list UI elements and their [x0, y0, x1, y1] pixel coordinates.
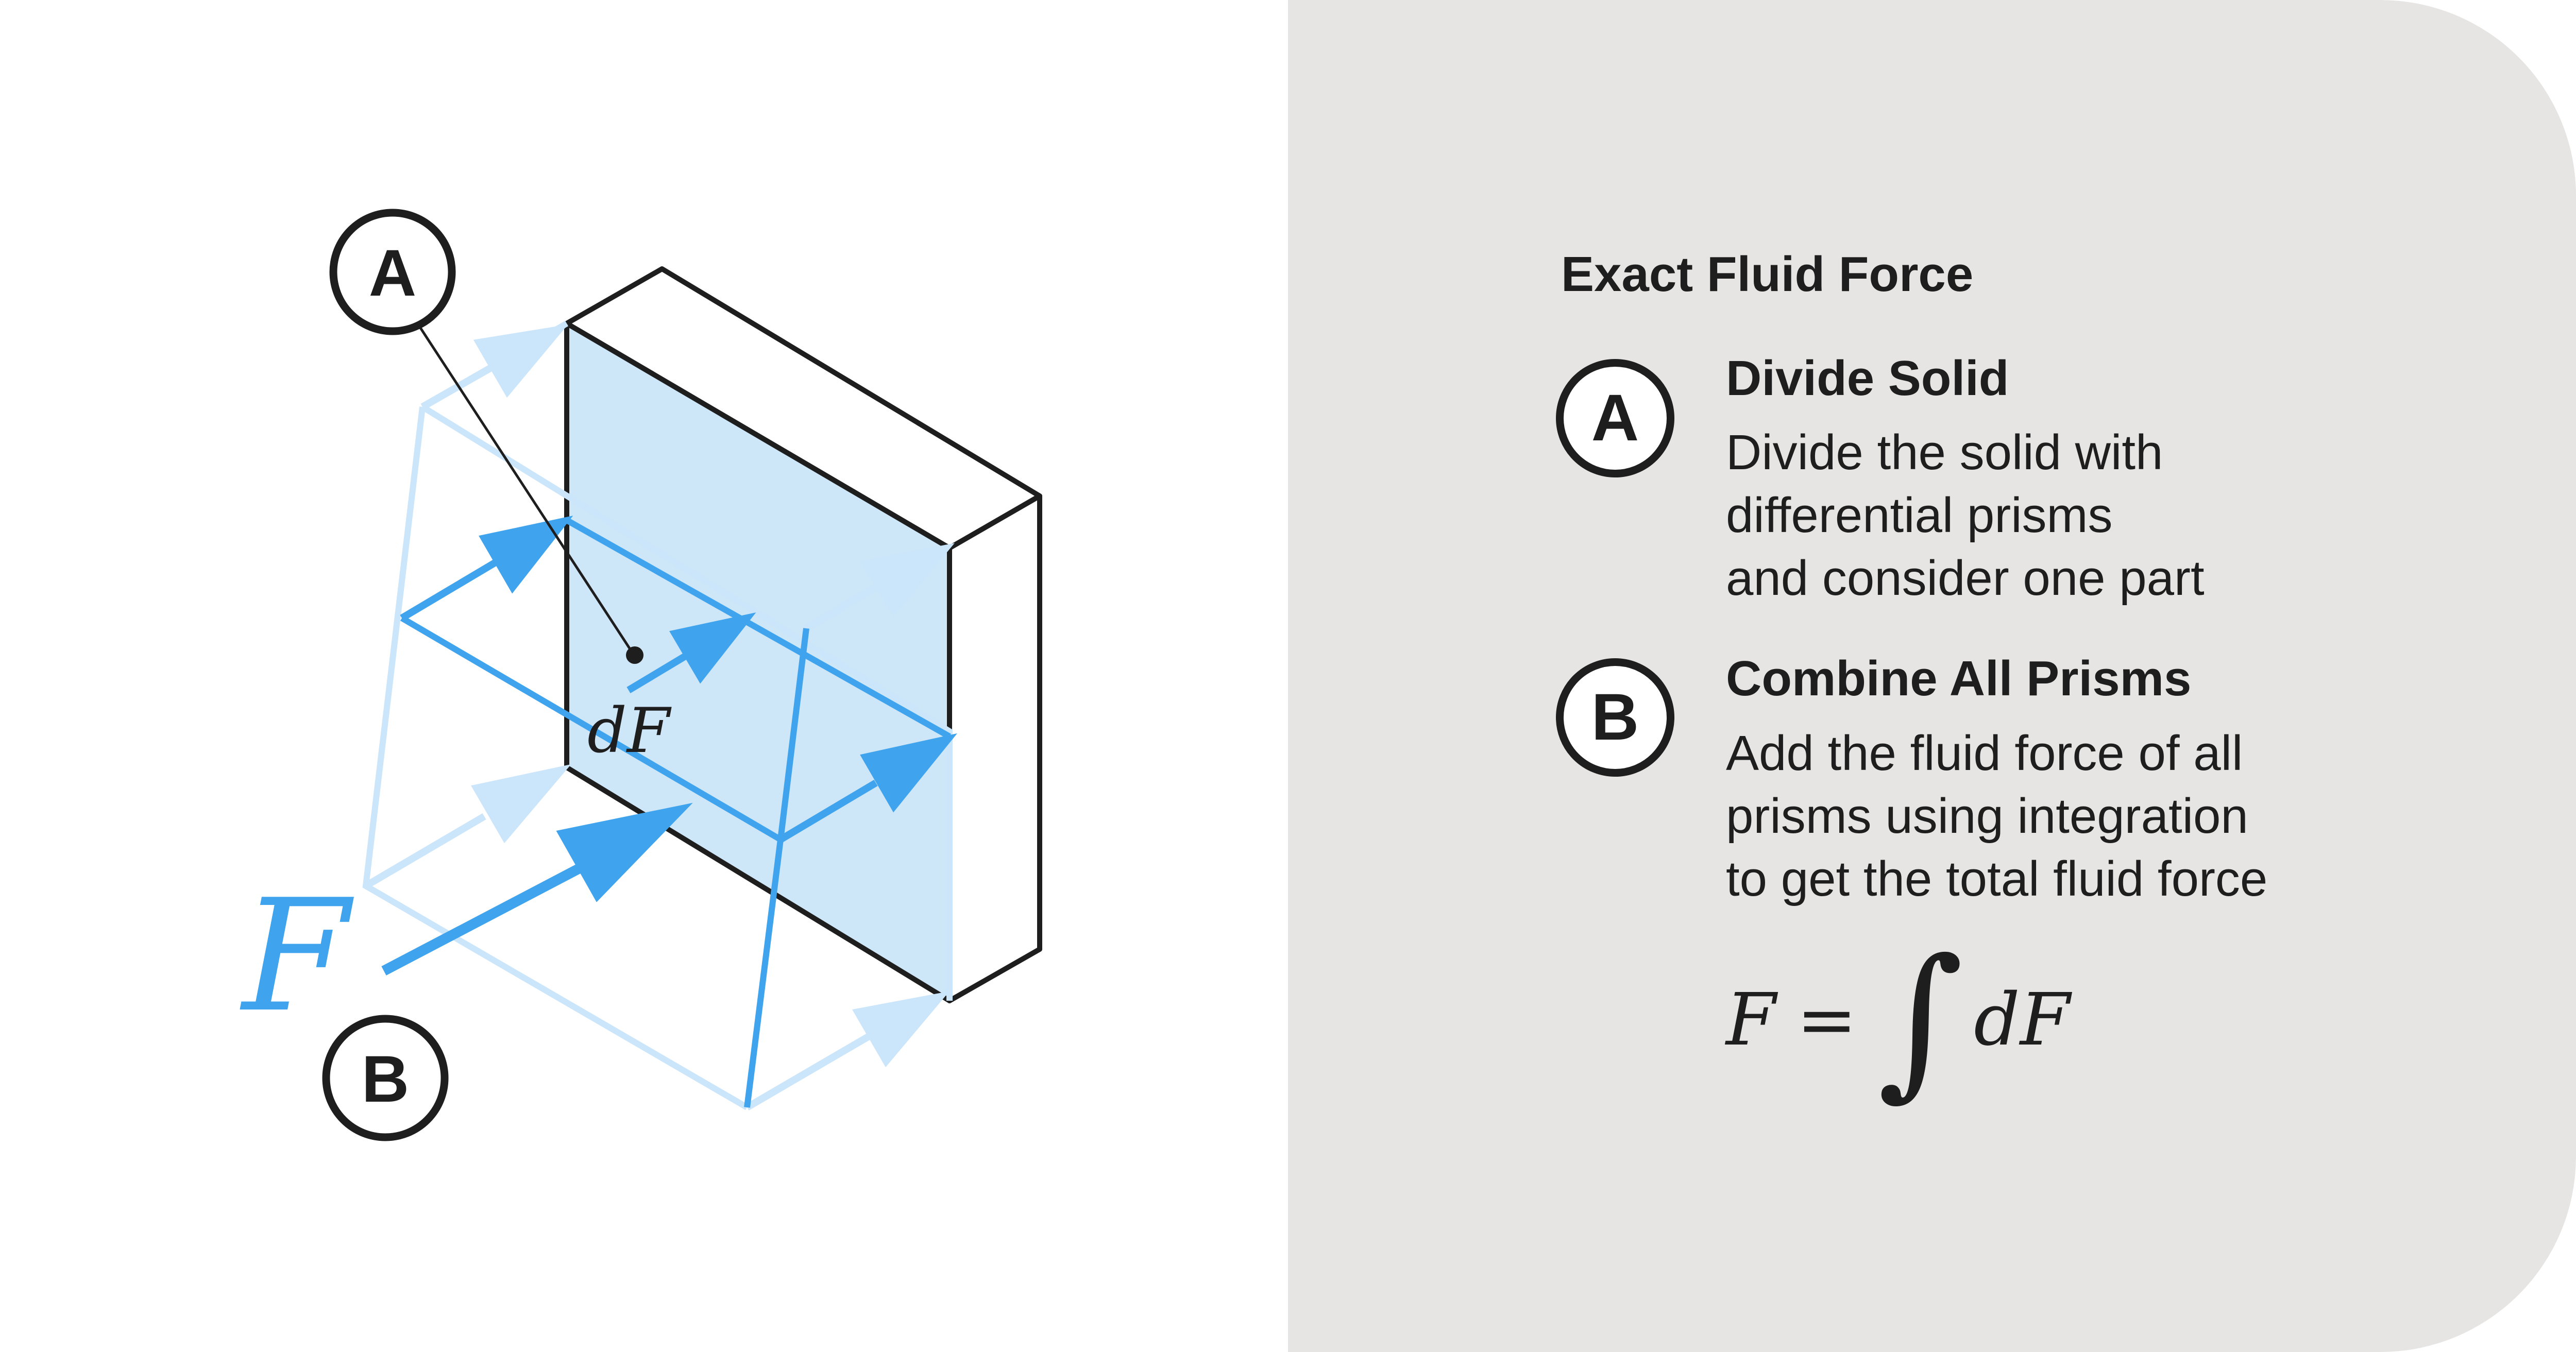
- prism-bottom-outline: [400, 615, 783, 843]
- step-b-line-2: prisms using integration: [1726, 789, 2248, 844]
- formula-rhs: dF: [1974, 978, 2070, 1062]
- prism-arrows: [400, 516, 957, 843]
- step-b-title: Combine All Prisms: [1726, 651, 2192, 706]
- panel-title: Exact Fluid Force: [1561, 247, 1974, 302]
- step-a-line-1: Divide the solid with: [1726, 425, 2163, 480]
- label-df: dF: [587, 695, 672, 767]
- step-b-line-3: to get the total fluid force: [1726, 851, 2268, 906]
- integral-symbol: ∫: [1877, 924, 1964, 1116]
- step-a-line-3: and consider one part: [1726, 551, 2205, 606]
- svg-text:B: B: [362, 1042, 409, 1116]
- step-a-line-2: differential prisms: [1726, 488, 2113, 543]
- leader-line-a: [418, 326, 634, 654]
- block-right-top-edge: [949, 495, 1040, 549]
- block-top-edge: [566, 322, 951, 549]
- block-right-face: [947, 493, 1042, 1003]
- step-b-line-1: Add the fluid force of all: [1726, 726, 2243, 781]
- solid-block: [564, 266, 1042, 1003]
- step-b-description: Add the fluid force of all prisms using …: [1726, 722, 2267, 911]
- integral-formula: F = ∫ dF: [1726, 927, 2070, 1113]
- formula-equals: =: [1797, 978, 1857, 1062]
- formula-lhs: F: [1726, 978, 1776, 1062]
- step-a-title: Divide Solid: [1726, 351, 2009, 406]
- fluid-force-diagram: dF F A B: [240, 209, 1042, 1141]
- label-f: F: [240, 866, 355, 1046]
- explanation-panel: Exact Fluid Force A Divide Solid Divide …: [1288, 0, 2576, 1352]
- diagram-badge-b: B: [322, 1015, 449, 1141]
- diagram-badge-a: A: [329, 209, 456, 335]
- differential-point: [626, 646, 643, 664]
- svg-text:A: A: [369, 236, 416, 310]
- step-a-badge: A: [1556, 359, 1674, 477]
- resultant-force-arrow: [381, 802, 693, 976]
- step-b-badge: B: [1556, 658, 1674, 777]
- step-a-description: Divide the solid with differential prism…: [1726, 421, 2205, 610]
